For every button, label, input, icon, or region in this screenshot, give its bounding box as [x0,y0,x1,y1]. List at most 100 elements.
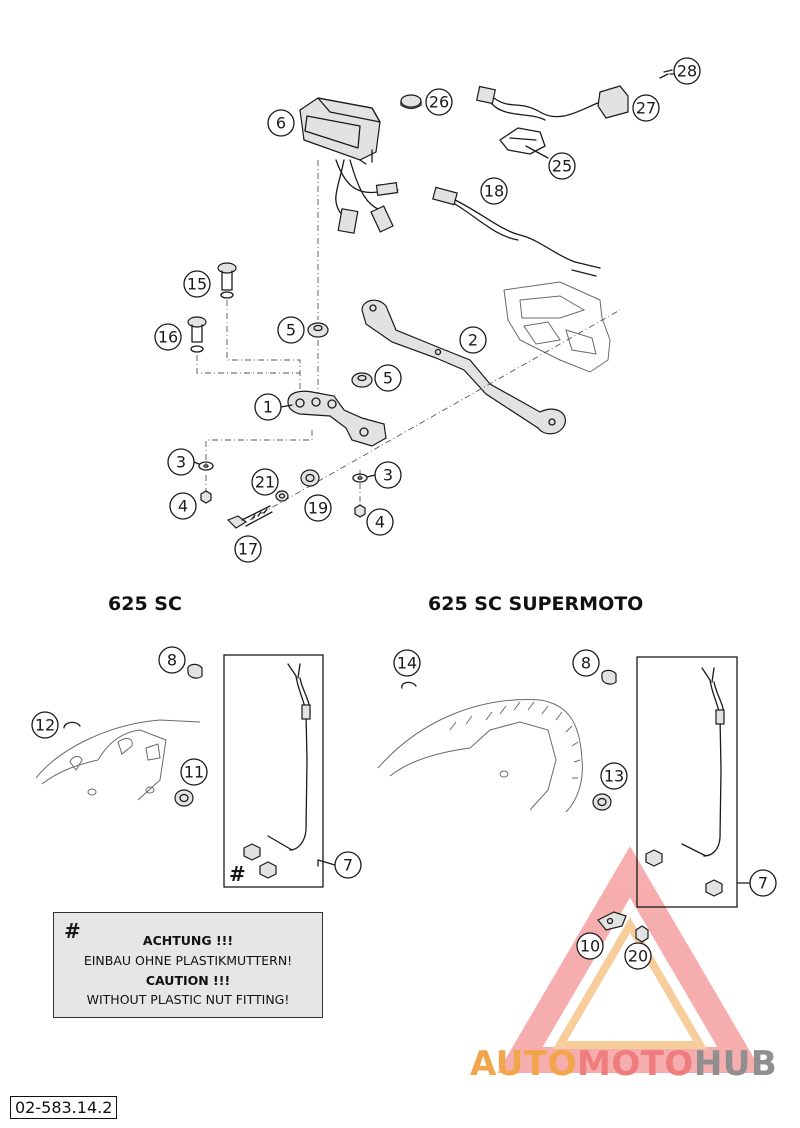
svg-text:15: 15 [187,275,207,294]
callout-8a: 8 [158,646,186,674]
caution-note-box: # ACHTUNG !!! EINBAU OHNE PLASTIKMUTTERN… [53,912,323,1018]
svg-text:3: 3 [176,453,186,472]
wiring-harness [432,186,601,277]
section-title-625-sc-supermoto: 625 SC SUPERMOTO [428,593,644,615]
callout-20: 20 [624,942,652,970]
grommet-lower [351,372,373,388]
washer-right [352,473,368,483]
callout-3a: 3 [167,448,195,476]
callout-10: 10 [576,932,604,960]
svg-text:3: 3 [383,466,393,485]
svg-text:18: 18 [484,182,504,201]
nut-20 [635,925,649,943]
nut-right [354,504,366,518]
svg-text:17: 17 [238,540,258,559]
svg-text:13: 13 [604,767,624,786]
section-title-625-sc: 625 SC [108,593,182,615]
svg-text:19: 19 [308,499,328,518]
svg-text:25: 25 [552,157,572,176]
svg-text:14: 14 [397,654,417,673]
svg-text:28: 28 [677,62,697,81]
sensor-box-left [223,654,324,888]
speedometer-unit [299,97,399,234]
svg-text:6: 6 [276,114,286,133]
callout-2: 2 [459,326,487,354]
spacer-sleeve [275,490,289,502]
svg-text:16: 16 [158,328,178,347]
mounting-bracket [361,299,566,435]
watermark-triangle-icon [497,846,763,1073]
svg-text:10: 10 [580,937,600,956]
svg-text:11: 11 [184,763,204,782]
svg-text:26: 26 [429,93,449,112]
svg-text:27: 27 [636,99,656,118]
callout-8b: 8 [572,649,600,677]
callout-18: 18 [480,177,508,205]
washer-left [198,461,214,471]
sensor-box-right [636,656,738,908]
callout-26: 26 [425,88,453,116]
speed-sensor-left [243,663,311,879]
callout-17: 17 [234,535,262,563]
watermark-brand-text: AUTOMOTOHUB [470,1044,777,1084]
spacer-13 [592,793,612,811]
round-magnet-part [400,94,422,110]
svg-text:2: 2 [468,331,478,350]
callout-19: 19 [304,494,332,522]
note-line-caution: CAUTION !!! [145,973,231,988]
note-line-einbau: EINBAU OHNE PLASTIKMUTTERN! [83,953,293,968]
svg-text:7: 7 [343,856,353,875]
hex-bolt [226,505,273,529]
svg-text:21: 21 [255,473,275,492]
callout-14: 14 [393,649,421,677]
svg-text:7: 7 [758,874,768,893]
note-line-without: WITHOUT PLASTIC NUT FITTING! [86,992,290,1007]
watermark-part-moto: MOTO [576,1044,694,1084]
callout-7a: 7 [334,851,362,879]
callout-4a: 4 [169,492,197,520]
callout-3b: 3 [374,461,402,489]
watermark-part-auto: AUTO [470,1044,577,1084]
svg-text:5: 5 [286,321,296,340]
callout-5b: 5 [374,364,402,392]
callout-11: 11 [180,758,208,786]
bolt-16 [187,316,207,353]
hash-mark: # [229,862,246,886]
svg-text:8: 8 [581,654,591,673]
clip-12 [63,721,81,729]
svg-text:20: 20 [628,947,648,966]
callout-13: 13 [600,762,628,790]
grommet-upper [307,322,329,338]
callout-28: 28 [673,57,701,85]
svg-text:12: 12 [35,716,55,735]
brake-disc-left [35,719,201,801]
svg-text:8: 8 [167,651,177,670]
svg-text:1: 1 [263,398,273,417]
svg-text:4: 4 [178,497,188,516]
callout-7b: 7 [749,869,777,897]
clip-8-right [601,669,617,685]
note-hash-mark: # [64,919,81,943]
callout-15: 15 [183,270,211,298]
bolt-15 [217,262,237,299]
svg-text:4: 4 [375,513,385,532]
sensor-cable-assembly [476,69,673,159]
spacer-11 [174,789,194,807]
backing-plate [503,281,611,373]
clip-8-left [187,663,203,679]
callout-4b: 4 [366,508,394,536]
callout-12: 12 [31,711,59,739]
speed-sensor-right [645,667,725,897]
clip-14 [401,681,417,689]
callout-6: 6 [267,109,295,137]
callout-25: 25 [548,152,576,180]
speedometer-holder [287,390,387,447]
watermark-part-hub: HUB [693,1044,778,1084]
brake-disc-right [377,699,583,813]
callout-16: 16 [154,323,182,351]
note-line-achtung: ACHTUNG !!! [142,933,234,948]
callout-5a: 5 [277,316,305,344]
callout-1: 1 [254,393,282,421]
rubber-bushing [300,469,320,487]
